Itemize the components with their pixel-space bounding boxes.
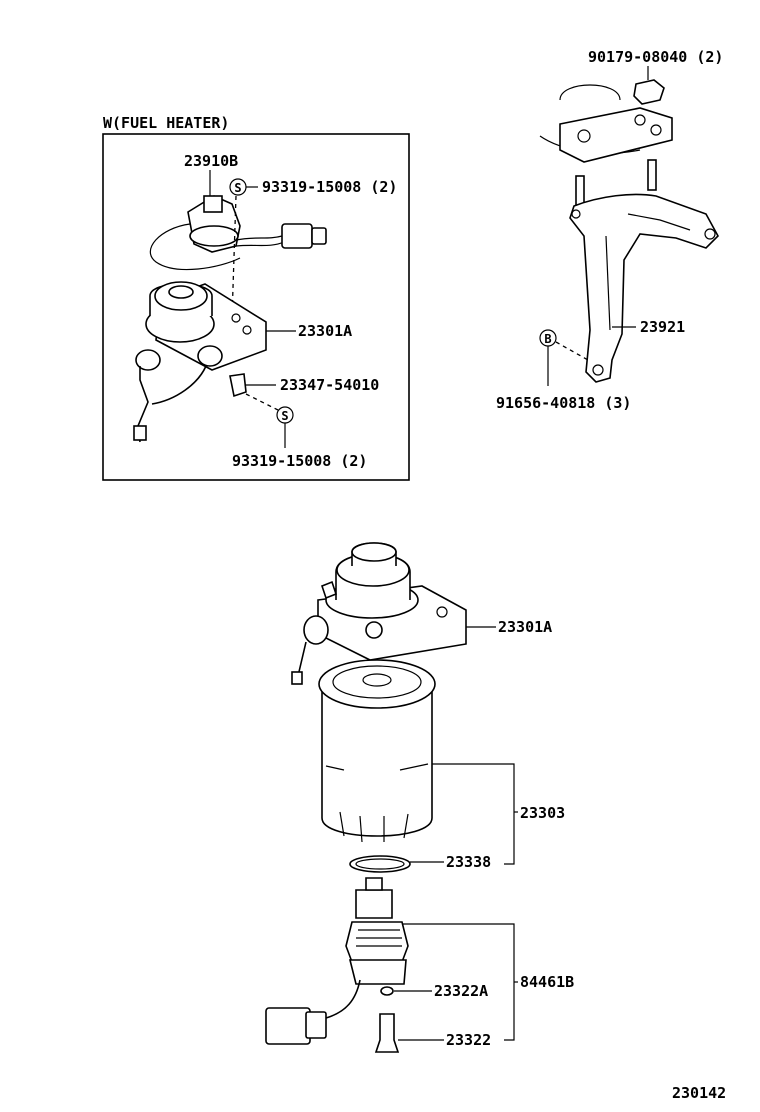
main-filter-assembly: 23301A 23303 23338 [265, 542, 574, 1053]
label-23303: 23303 [520, 804, 565, 822]
inset-frame [102, 133, 410, 481]
figure-number: 230142 [672, 1084, 726, 1102]
label-93319-bottom: 93319-15008 (2) [232, 452, 367, 470]
heater-sensor-drawing [149, 195, 327, 271]
label-84461b: 84461B [520, 973, 574, 991]
svg-text:B: B [544, 332, 551, 346]
label-23322a: 23322A [434, 982, 488, 1000]
label-23910b: 23910B [184, 152, 238, 170]
svg-text:S: S [234, 181, 241, 195]
screw-marker-bottom: S [276, 406, 294, 424]
label-23301a-main: 23301A [498, 618, 552, 636]
label-23921: 23921 [640, 318, 685, 336]
svg-text:S: S [281, 409, 288, 423]
inset-title: W(FUEL HEATER) [103, 114, 229, 132]
bolt-marker: B [539, 329, 557, 347]
label-90179-08040: 90179-08040 (2) [588, 48, 723, 66]
bracket-assembly: 90179-08040 (2) 23921 [496, 48, 723, 412]
filter-element-drawing [318, 659, 436, 843]
label-91656-40818: 91656-40818 (3) [496, 394, 631, 412]
label-23322: 23322 [446, 1031, 491, 1049]
label-23301a-inset: 23301A [298, 322, 352, 340]
inset-filter-head-drawing [133, 281, 267, 443]
label-93319-top: 93319-15008 (2) [262, 178, 397, 196]
fuel-heater-inset: W(FUEL HEATER) 23910B S 93319-15008 (2) [102, 114, 410, 481]
sensor-drawing [265, 877, 409, 1053]
bracket-drawing [539, 79, 719, 383]
gasket-drawing [349, 855, 411, 873]
main-filter-head-drawing [291, 542, 467, 685]
label-23338: 23338 [446, 853, 491, 871]
label-23347-54010: 23347-54010 [280, 376, 379, 394]
screw-marker-top: S [229, 178, 247, 196]
